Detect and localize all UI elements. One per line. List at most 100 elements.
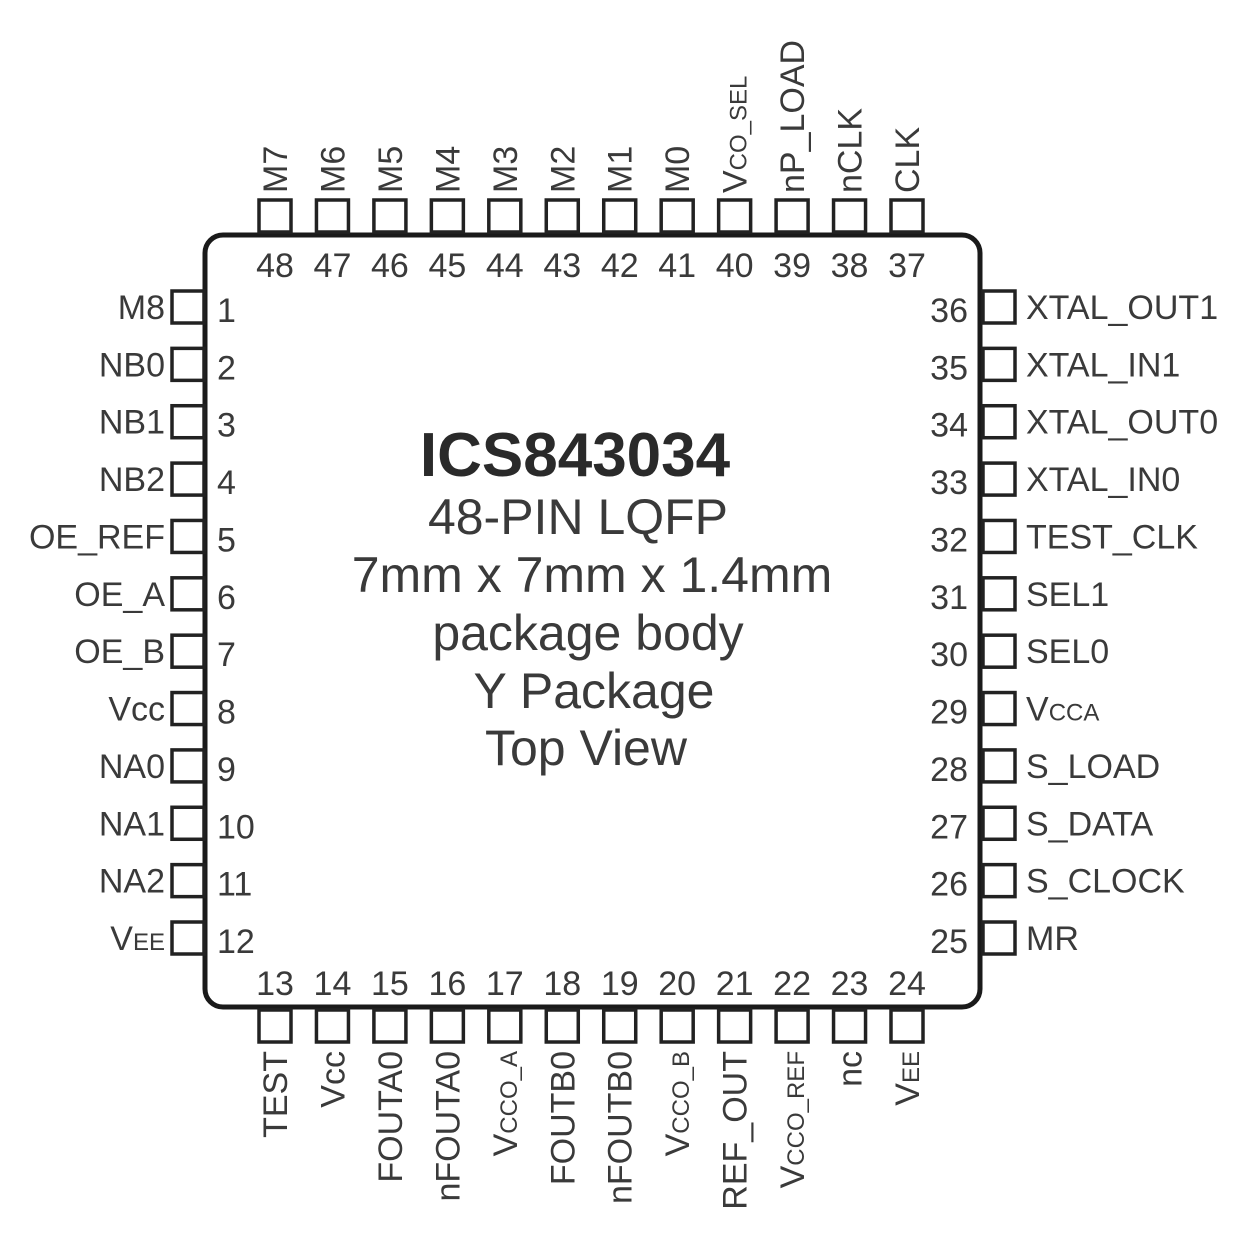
pin-label-24: VEE bbox=[889, 1051, 927, 1106]
pin-label-40: VCO_SEL bbox=[717, 76, 755, 193]
chip-line-dimensions: 7mm x 7mm x 1.4mm bbox=[352, 547, 833, 603]
pin-pad-12 bbox=[170, 920, 206, 956]
pin-pad-4 bbox=[170, 461, 206, 497]
pin-number-9: 9 bbox=[217, 751, 236, 789]
pin-label-29: VCCA bbox=[1026, 691, 1099, 729]
pin-label-17: VCCO_A bbox=[487, 1051, 525, 1156]
pin-label-28: S_LOAD bbox=[1026, 748, 1160, 786]
pin-pad-30 bbox=[981, 633, 1017, 669]
pin-pad-25 bbox=[981, 920, 1017, 956]
pin-pad-31 bbox=[981, 576, 1017, 612]
pin-number-39: 39 bbox=[773, 247, 811, 285]
pin-number-15: 15 bbox=[371, 965, 409, 1003]
pin-label-10: NA1 bbox=[99, 805, 165, 843]
pin-label-9: NA0 bbox=[99, 748, 165, 786]
pin-label-15: FOUTA0 bbox=[372, 1051, 410, 1183]
pin-label-1: M8 bbox=[118, 289, 165, 327]
pin-pad-15 bbox=[372, 1008, 408, 1044]
pin-label-31: SEL1 bbox=[1026, 576, 1109, 614]
pin-label-8: Vcc bbox=[108, 691, 165, 729]
pin-pad-40 bbox=[716, 198, 753, 234]
pin-pad-13 bbox=[257, 1008, 293, 1044]
pin-number-48: 48 bbox=[256, 247, 294, 285]
chip-line-body: package body bbox=[432, 605, 743, 661]
pin-label-3: NB1 bbox=[99, 404, 165, 442]
pin-label-26: S_CLOCK bbox=[1026, 863, 1185, 901]
pin-pad-39 bbox=[774, 198, 810, 234]
pin-pad-20 bbox=[659, 1008, 695, 1044]
pin-number-36: 36 bbox=[930, 292, 968, 330]
pin-label-44: M3 bbox=[487, 146, 525, 193]
pin-number-44: 44 bbox=[486, 247, 524, 285]
pin-label-38: nCLK bbox=[832, 108, 870, 193]
pin-number-23: 23 bbox=[831, 965, 869, 1003]
chip-title: ICS843034 bbox=[420, 421, 731, 490]
pin-pad-27 bbox=[981, 805, 1017, 842]
pin-number-6: 6 bbox=[217, 579, 236, 617]
pin-pad-1 bbox=[170, 289, 206, 325]
pin-number-4: 4 bbox=[217, 464, 236, 502]
pin-pad-48 bbox=[257, 198, 293, 234]
chip-body bbox=[202, 232, 983, 1010]
pin-number-3: 3 bbox=[217, 407, 236, 445]
pin-pad-36 bbox=[981, 289, 1017, 325]
pin-number-21: 21 bbox=[716, 965, 754, 1003]
pin-pad-6 bbox=[170, 576, 206, 612]
pin-pad-28 bbox=[981, 748, 1017, 784]
pin-number-20: 20 bbox=[658, 965, 696, 1003]
pin-pad-9 bbox=[170, 748, 206, 784]
pin-pad-11 bbox=[170, 862, 206, 899]
pin-pad-35 bbox=[981, 346, 1017, 383]
pin-pad-29 bbox=[981, 690, 1017, 727]
pin-label-46: M5 bbox=[372, 146, 410, 193]
pin-number-2: 2 bbox=[217, 349, 236, 387]
pin-number-47: 47 bbox=[314, 247, 352, 285]
pin-number-32: 32 bbox=[930, 521, 968, 559]
pin-label-18: FOUTB0 bbox=[544, 1051, 582, 1185]
chip-line-package: 48-PIN LQFP bbox=[428, 489, 728, 545]
pin-label-33: XTAL_IN0 bbox=[1026, 461, 1180, 499]
pin-number-34: 34 bbox=[930, 407, 968, 445]
pin-pad-34 bbox=[981, 403, 1017, 440]
pin-label-16: nFOUTA0 bbox=[429, 1051, 467, 1202]
pin-label-21: REF_OUT bbox=[717, 1051, 755, 1210]
pin-label-47: M6 bbox=[314, 146, 352, 193]
pin-label-23: nc bbox=[832, 1051, 870, 1087]
pin-number-35: 35 bbox=[930, 349, 968, 387]
pin-label-34: XTAL_OUT0 bbox=[1026, 404, 1218, 442]
pin-number-1: 1 bbox=[217, 292, 236, 330]
pin-number-46: 46 bbox=[371, 247, 409, 285]
pin-pad-24 bbox=[889, 1008, 925, 1044]
pin-number-38: 38 bbox=[831, 247, 869, 285]
pin-number-17: 17 bbox=[486, 965, 524, 1003]
pin-number-22: 22 bbox=[773, 965, 811, 1003]
pin-number-29: 29 bbox=[930, 694, 968, 732]
pin-pad-45 bbox=[429, 198, 466, 234]
pin-pad-21 bbox=[716, 1008, 753, 1044]
pin-pad-8 bbox=[170, 690, 206, 727]
pin-label-12: VEE bbox=[110, 920, 165, 958]
pin-pad-5 bbox=[170, 518, 206, 555]
pin-pad-7 bbox=[170, 633, 206, 669]
pin-pad-10 bbox=[170, 805, 206, 842]
pin-pad-32 bbox=[981, 518, 1017, 555]
pin-label-11: NA2 bbox=[99, 863, 165, 901]
pin-label-30: SEL0 bbox=[1026, 633, 1109, 671]
pin-number-31: 31 bbox=[930, 579, 968, 617]
pin-pad-22 bbox=[774, 1008, 810, 1044]
pin-number-19: 19 bbox=[601, 965, 639, 1003]
pin-label-27: S_DATA bbox=[1026, 805, 1154, 843]
chip-line-view: Top View bbox=[485, 720, 688, 776]
pin-label-32: TEST_CLK bbox=[1026, 518, 1198, 556]
pin-pad-18 bbox=[544, 1008, 581, 1044]
pin-number-37: 37 bbox=[888, 247, 926, 285]
pin-number-5: 5 bbox=[217, 521, 236, 559]
pin-label-35: XTAL_IN1 bbox=[1026, 346, 1180, 384]
pin-label-20: VCCO_B bbox=[659, 1051, 697, 1156]
pin-label-37: CLK bbox=[889, 127, 927, 193]
pin-number-26: 26 bbox=[930, 866, 968, 904]
pin-label-45: M4 bbox=[429, 146, 467, 193]
pin-pad-33 bbox=[981, 461, 1017, 497]
pin-number-30: 30 bbox=[930, 636, 968, 674]
